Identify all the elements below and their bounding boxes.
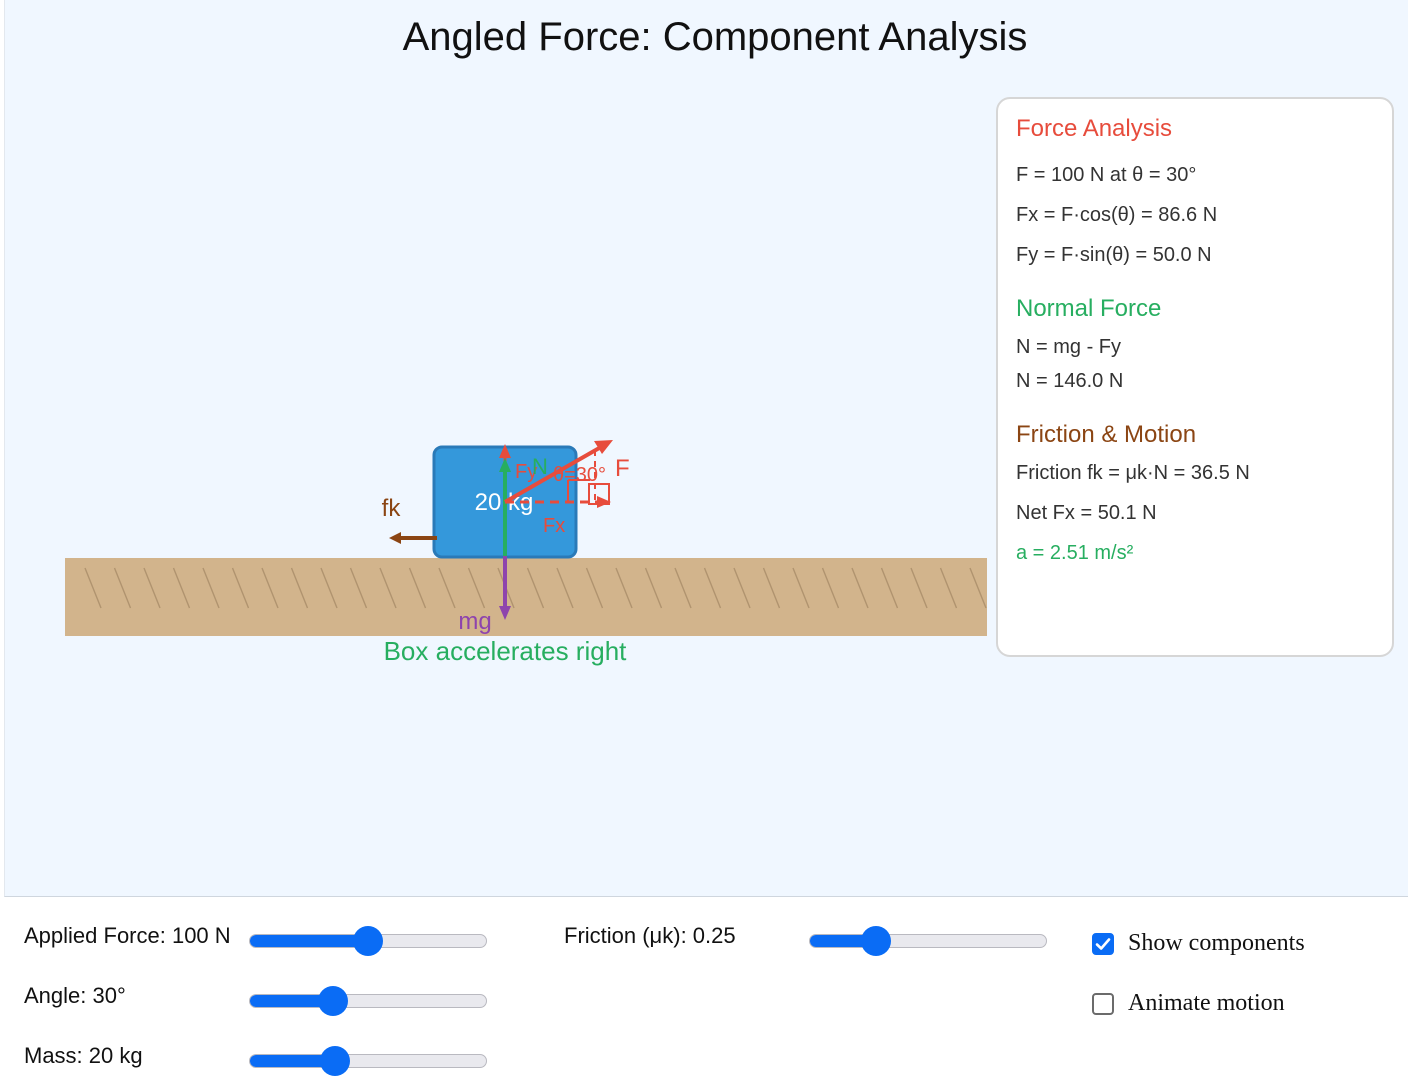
page-title: Angled Force: Component Analysis (403, 15, 1028, 59)
checkmark-icon (1095, 937, 1111, 950)
force-slider-thumb[interactable] (353, 926, 383, 956)
fy-line: Fy = F·sin(θ) = 50.0 N (1016, 244, 1212, 266)
friction-slider-fill (810, 935, 877, 947)
motion-status: Box accelerates right (384, 636, 628, 666)
angle-slider-label: Angle: 30° (24, 983, 126, 1008)
show-components-checkbox[interactable] (1092, 932, 1114, 955)
right-angle-box (588, 483, 610, 505)
friction-slider-thumb[interactable] (861, 926, 892, 956)
applied-force-label: F (615, 455, 630, 482)
friction-line: Friction fk = μk·N = 36.5 N (1016, 462, 1250, 484)
friction-slider-label: Friction (μk): 0.25 (564, 923, 736, 948)
friction-arrow-label: fk (382, 495, 402, 522)
friction-slider[interactable] (809, 926, 1047, 956)
mass-slider[interactable] (249, 1046, 487, 1076)
applied-force-arrow (504, 440, 613, 504)
show-components-toggle[interactable]: Show components (1092, 930, 1305, 957)
weight-arrow-label: mg (458, 608, 491, 635)
fx-component-label: Fx (543, 515, 565, 537)
fy-component-label: Fy (515, 461, 537, 483)
normal-value-line: N = 146.0 N (1016, 370, 1124, 392)
normal-force-heading: Normal Force (1016, 295, 1162, 322)
angle-label: θ=30° (553, 464, 606, 486)
mass-slider-label: Mass: 20 kg (24, 1043, 143, 1068)
mass-slider-fill (250, 1055, 335, 1067)
angle-slider[interactable] (249, 986, 487, 1016)
force-slider[interactable] (249, 926, 487, 956)
friction-arrow (389, 532, 437, 544)
friction-motion-heading: Friction & Motion (1016, 421, 1197, 448)
applied-force-line: F = 100 N at θ = 30° (1016, 164, 1197, 186)
force-slider-label: Applied Force: 100 N (24, 923, 231, 948)
animate-motion-label: Animate motion (1128, 990, 1285, 1016)
animate-motion-toggle[interactable]: Animate motion (1092, 990, 1285, 1017)
animate-motion-checkbox[interactable] (1092, 992, 1114, 1015)
force-slider-fill (250, 935, 368, 947)
normal-arrow-label: N (532, 454, 548, 479)
controls-panel: Applied Force: 100 N Angle: 30° Mass: 20… (0, 897, 1408, 1090)
angle-slider-fill (250, 995, 333, 1007)
mass-slider-thumb[interactable] (319, 1046, 350, 1076)
ground (65, 558, 987, 636)
right-angle-marker (567, 479, 590, 502)
scene-canvas: Angled Force: Component Analysis 20 kg f… (65, 15, 1028, 666)
show-components-label: Show components (1128, 930, 1305, 956)
force-analysis-heading: Force Analysis (1016, 115, 1173, 142)
angle-slider-thumb[interactable] (317, 986, 348, 1016)
fx-line: Fx = F·cos(θ) = 86.6 N (1016, 204, 1218, 226)
normal-arrow (499, 458, 511, 556)
acceleration-line: a = 2.51 m/s² (1016, 542, 1134, 564)
ground-hatching (84, 567, 987, 609)
force-analysis-panel: Force Analysis F = 100 N at θ = 30° Fx =… (996, 97, 1394, 657)
normal-formula-line: N = mg - Fy (1016, 336, 1122, 358)
net-force-line: Net Fx = 50.1 N (1016, 502, 1157, 524)
